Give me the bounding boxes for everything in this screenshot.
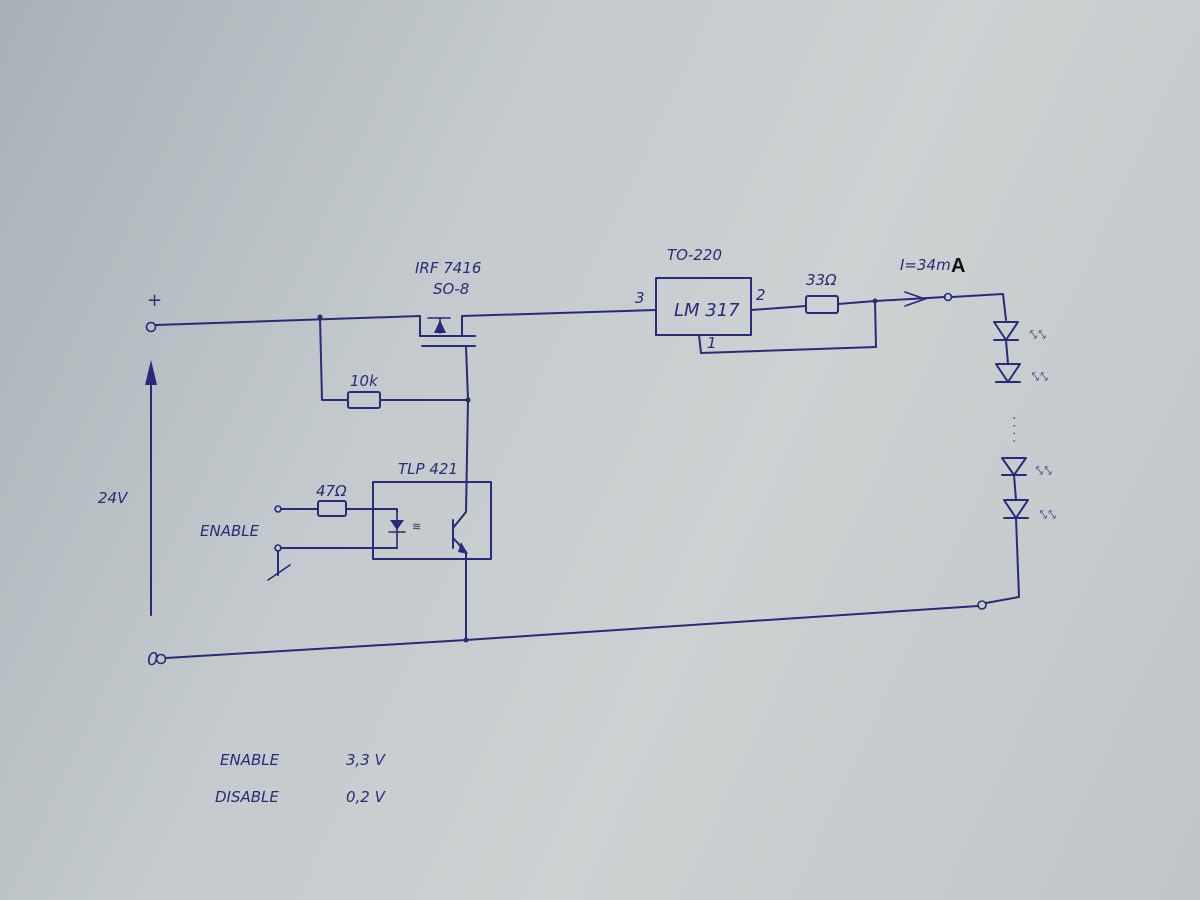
mosfet-package-label: SO-8 <box>433 280 469 298</box>
logic-level-table: ENABLE 3,3 V DISABLE 0,2 V <box>215 751 387 806</box>
plus-terminal-label: + <box>147 290 162 311</box>
sense-resistor-label: 33Ω <box>806 271 837 289</box>
mosfet: IRF 7416 SO-8 <box>415 259 656 401</box>
led-3: ⤡⤡ <box>1001 457 1053 477</box>
svg-text:⤡⤡: ⤡⤡ <box>1034 464 1053 477</box>
pin2-label: 2 <box>756 286 766 304</box>
regulator-package-label: TO-220 <box>667 246 722 264</box>
plus-terminal <box>145 321 157 333</box>
led-resistor-label: 47Ω <box>316 482 347 500</box>
led-string: ⤡⤡ ⤡⤡ · · · · ⤡⤡ ⤡⤡ <box>977 293 1057 610</box>
current-label: I=34m <box>900 256 951 274</box>
sense-resistor: 33Ω I=34m A <box>805 255 1004 314</box>
enable-input: 47Ω ENABLE <box>200 482 398 581</box>
regulator: TO-220 LM 317 3 2 1 <box>635 246 877 354</box>
led-1: ⤡⤡ <box>993 321 1047 341</box>
ground-terminal <box>155 653 167 665</box>
optocoupler-label: TLP 421 <box>398 460 458 478</box>
regulator-part-label: LM 317 <box>674 300 740 321</box>
enable-input-label: ENABLE <box>200 522 260 540</box>
current-unit-label: A <box>951 255 965 277</box>
optocoupler-body <box>372 481 492 560</box>
svg-text:≋: ≋ <box>412 520 421 533</box>
mosfet-part-label: IRF 7416 <box>415 259 481 277</box>
table-row-value: 3,3 V <box>346 751 387 769</box>
led-2: ⤡⤡ <box>995 363 1049 383</box>
regulator-body <box>655 277 752 336</box>
pullup-resistor-label: 10k <box>350 372 379 390</box>
voltage-arrow <box>145 360 157 616</box>
zero-terminal-label: 0 <box>147 649 158 670</box>
ground-rail-wire <box>165 605 979 659</box>
svg-text:⤡⤡: ⤡⤡ <box>1038 508 1057 521</box>
svg-text:⤡⤡: ⤡⤡ <box>1030 370 1049 383</box>
top-rail-wire <box>155 314 421 401</box>
pullup-resistor: 10k <box>347 372 471 409</box>
pin3-label: 3 <box>635 289 645 307</box>
supply-section: + 0 24V <box>98 290 167 670</box>
table-row-name: DISABLE <box>215 788 279 806</box>
optocoupler: TLP 421 ≋ <box>372 399 492 641</box>
voltage-label: 24V <box>98 489 129 507</box>
table-row-name: ENABLE <box>220 751 280 769</box>
pin1-label: 1 <box>707 334 717 352</box>
table-row-value: 0,2 V <box>346 788 387 806</box>
led-4: ⤡⤡ <box>1003 499 1057 521</box>
led-ellipsis: · · · · <box>1007 416 1021 443</box>
svg-text:⤡⤡: ⤡⤡ <box>1028 328 1047 341</box>
